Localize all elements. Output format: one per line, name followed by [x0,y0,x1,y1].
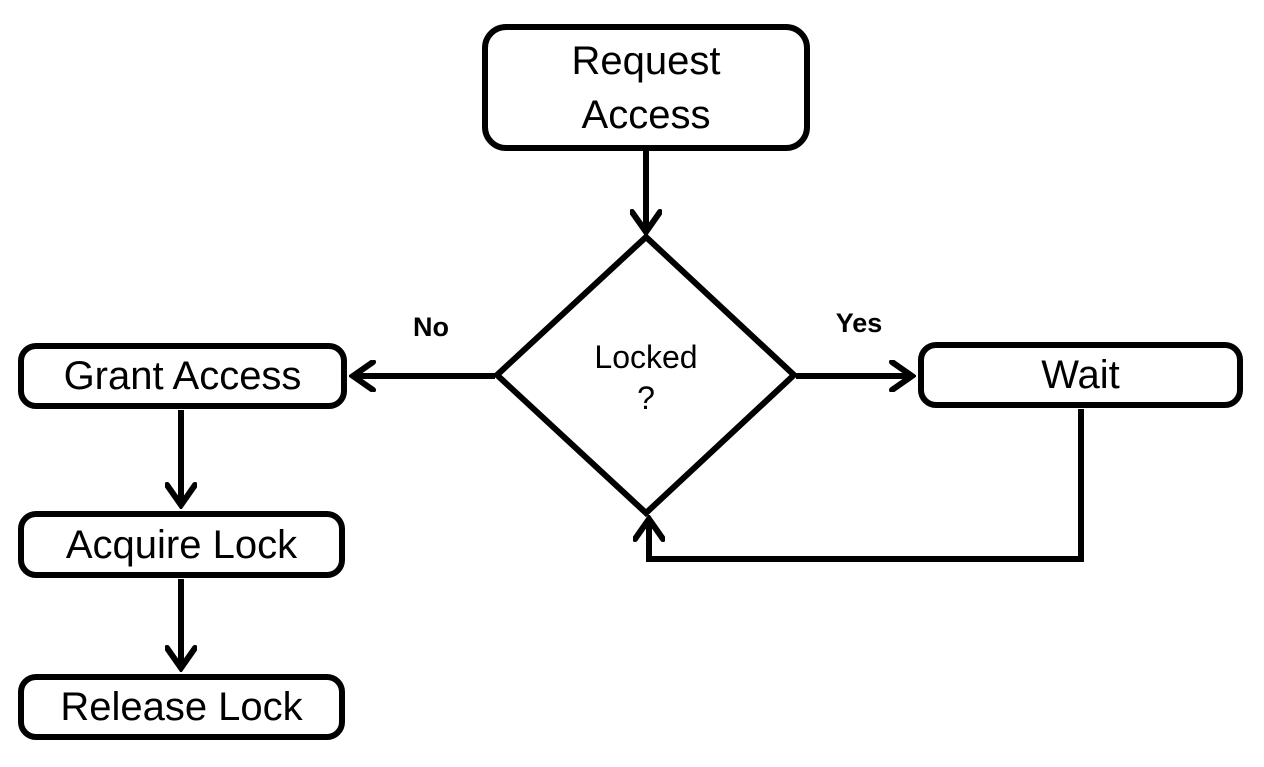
edge-label-no: No [413,312,449,342]
decision-diamond-shape [492,232,799,518]
edge-label-yes: Yes [835,308,883,338]
node-request-access-line1: Request [571,38,721,83]
node-decision-locked: Locked ? [546,331,746,425]
decision-label-line1: Locked [594,339,698,376]
node-grant-access-label: Grant Access [63,354,302,398]
decision-label-line2: ? [637,380,655,416]
node-release-lock: Release Lock [18,674,345,740]
node-acquire-lock-label: Acquire Lock [65,522,298,567]
node-wait-label: Wait [1041,353,1120,397]
node-acquire-lock: Acquire Lock [18,511,345,578]
node-grant-access: Grant Access [18,343,347,409]
node-request-access-line2: Access [581,92,711,137]
node-request-access: Request Access [482,24,810,151]
node-release-lock-label: Release Lock [60,685,303,729]
node-wait: Wait [918,342,1243,408]
edge-wait-to-decision [649,409,1084,562]
